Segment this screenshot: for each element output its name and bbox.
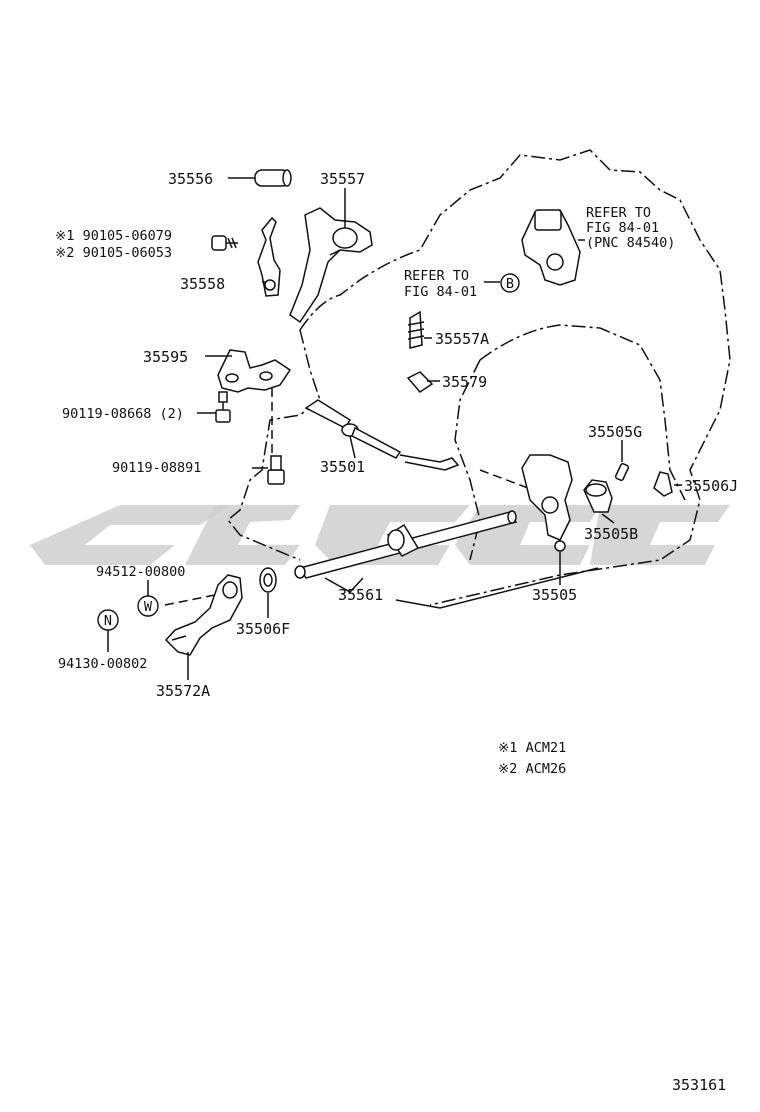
svg-text:N: N [104, 613, 112, 629]
label-refer-top-2: FIG 84-01 [586, 220, 659, 236]
pin-35579 [406, 371, 434, 393]
shift-lever-35557 [289, 207, 373, 324]
callout-w: W [137, 595, 159, 617]
label-35506F: 35506F [236, 620, 290, 638]
label-35557: 35557 [320, 170, 365, 188]
note-2: ※2 ACM26 [498, 761, 566, 777]
callout-b: B [500, 273, 520, 293]
label-refer-top-3: (PNC 84540) [586, 235, 675, 251]
bolt-90105 [211, 235, 238, 251]
control-lever-35572A [164, 574, 243, 656]
label-35505G: 35505G [588, 423, 642, 441]
label-35579: 35579 [442, 373, 487, 391]
label-90119-08668: 90119-08668 (2) [62, 406, 184, 422]
shaft-35561 [294, 510, 518, 579]
label-bolt-1: ※1 90105-06079 [55, 228, 172, 244]
bolt-90119-08668 [215, 391, 231, 423]
detent-spring-35558 [257, 216, 281, 297]
svg-text:W: W [144, 599, 153, 615]
label-35561: 35561 [338, 586, 383, 604]
label-35505: 35505 [532, 586, 577, 604]
label-90119-08891: 90119-08891 [112, 460, 201, 476]
label-35558: 35558 [180, 275, 225, 293]
label-refer-top-1: REFER TO [586, 205, 651, 221]
pin-35505G [614, 462, 630, 482]
pin-35556 [254, 169, 292, 187]
spring-35557A [407, 310, 425, 349]
label-refer-b-1: REFER TO [404, 268, 469, 284]
note-1: ※1 ACM21 [498, 740, 566, 756]
label-35595: 35595 [143, 348, 188, 366]
clip-35506J [653, 471, 673, 497]
leader-lines [107, 177, 682, 680]
washer-dash-line [164, 594, 216, 606]
svg-text:B: B [506, 276, 514, 292]
bolt-90119-08891 [267, 455, 285, 485]
label-94130-00802: 94130-00802 [58, 656, 147, 672]
label-35557A: 35557A [435, 330, 489, 348]
label-35506J: 35506J [684, 477, 738, 495]
neutral-switch [521, 209, 581, 286]
bracket-35595 [217, 349, 292, 393]
bushing-35505B [583, 479, 613, 513]
label-35501: 35501 [320, 458, 365, 476]
label-refer-b-2: FIG 84-01 [404, 284, 477, 300]
figure-number: 353161 [672, 1076, 726, 1094]
label-35556: 35556 [168, 170, 213, 188]
label-bolt-2: ※2 90105-06053 [55, 245, 172, 261]
callout-n: N [97, 609, 119, 631]
lever-35505 [521, 454, 573, 552]
label-94512-00800: 94512-00800 [96, 564, 185, 580]
label-35505B: 35505B [584, 525, 638, 543]
shift-rod-35501 [304, 399, 460, 471]
label-35572A: 35572A [156, 682, 210, 700]
oil-seal-35506F [259, 567, 277, 593]
